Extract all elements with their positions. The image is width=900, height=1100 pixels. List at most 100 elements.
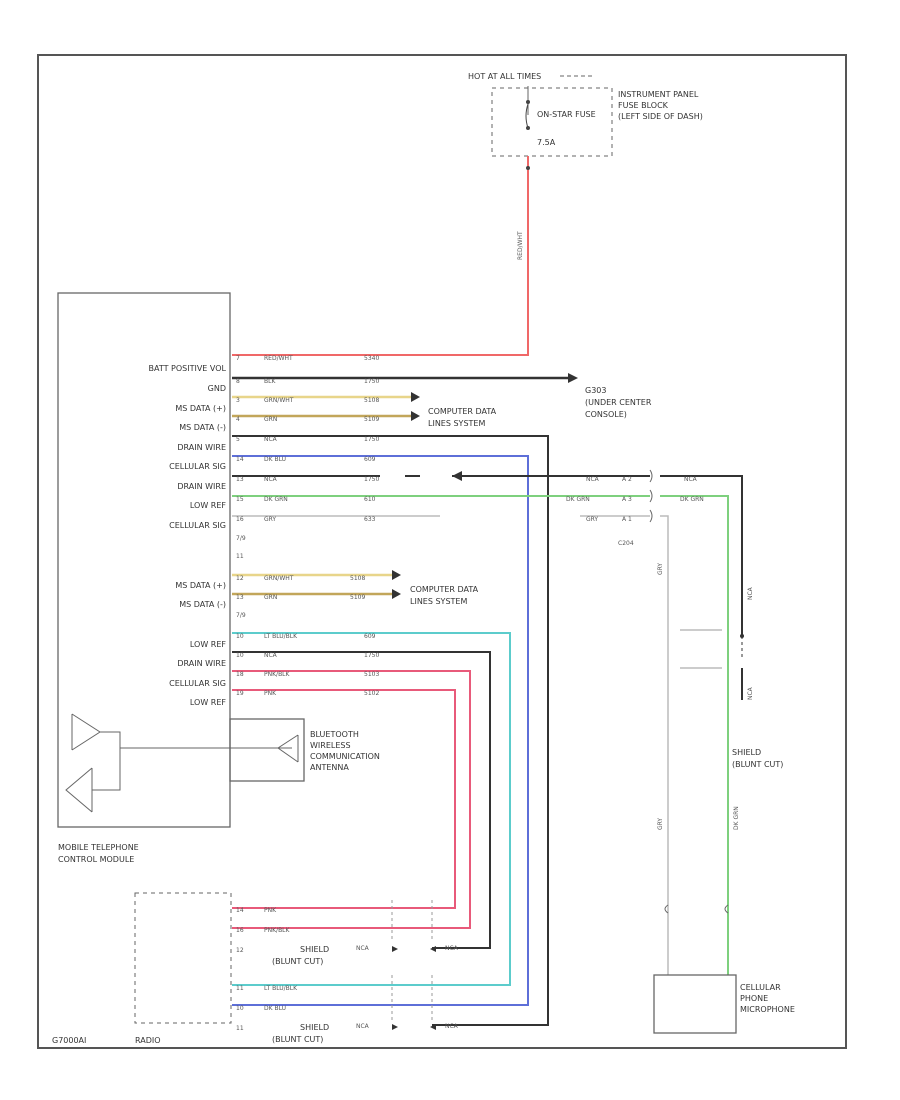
circuit-drain2: 1750 — [364, 476, 379, 483]
pin-extra3: 7/9 — [236, 612, 246, 619]
color-lowref3: PNK — [264, 690, 277, 697]
mic-gry-label-1: GRY — [657, 563, 664, 575]
color-drain2: NCA — [264, 476, 278, 483]
connector-name: C204 — [618, 540, 634, 547]
fuse-block: HOT AT ALL TIMES ON-STAR FUSE 7.5A INSTR… — [468, 72, 703, 157]
module-label-gnd: GND — [208, 384, 226, 393]
fuse-block-title-3: (LEFT SIDE OF DASH) — [618, 112, 703, 121]
module-outline — [57, 292, 231, 828]
radio-nca-4: NCA — [445, 1023, 459, 1030]
pin-lowref3: 19 — [236, 690, 244, 697]
pin-cell3: 18 — [236, 671, 244, 678]
wire-lowref1-dkgrn — [232, 495, 729, 975]
pin-drain2: 13 — [236, 476, 244, 483]
mic-label-3: MICROPHONE — [740, 1005, 795, 1014]
splice-pin-a3: A 3 — [622, 496, 632, 503]
diagram-frame — [37, 54, 847, 1049]
radio-color-4: DK BLU — [264, 1005, 286, 1012]
module-upper-labels: BATT POSITIVE VOL GND MS DATA (+) MS DAT… — [149, 364, 227, 707]
circuit-gnd: 1750 — [364, 378, 379, 385]
mobile-telephone-control-module: BATT POSITIVE VOL GND MS DATA (+) MS DAT… — [57, 292, 292, 864]
radio-color-1: PNK/BLK — [264, 927, 291, 934]
wire-lowref2-ltblu — [232, 632, 511, 986]
pin-cell2: 16 — [236, 516, 244, 523]
module-label-drain3: DRAIN WIRE — [177, 659, 226, 668]
wire-labels: 7 RED/WHT 5340 8 BLK 1750 3 GRN/WHT 5108… — [236, 355, 379, 697]
fuse-block-title-1: INSTRUMENT PANEL — [618, 90, 699, 99]
pin-extra1: 7/9 — [236, 535, 246, 542]
circuit-msn2: 5109 — [350, 594, 365, 601]
hot-at-all-times-label: HOT AT ALL TIMES — [468, 72, 541, 81]
radio-color-0: PNK — [264, 907, 277, 914]
pin-msn1: 4 — [236, 416, 240, 423]
pin-msn2: 13 — [236, 594, 244, 601]
pin-msp1: 3 — [236, 397, 240, 404]
color-drain3: NCA — [264, 652, 278, 659]
splice-pin-a1: A 1 — [622, 516, 632, 523]
pin-cell1: 14 — [236, 456, 244, 463]
splice-dkgrn-d: DK GRN — [566, 496, 590, 503]
pin-extra2: 11 — [236, 553, 244, 560]
module-label-batt: BATT POSITIVE VOL — [149, 364, 227, 373]
mic-label-1: CELLULAR — [740, 983, 781, 992]
connector-c204: NCA A 2 NCA DK GRN A 3 DK GRN GRY A 1 C2… — [566, 469, 704, 547]
module-label-msdata-pos: MS DATA (+) — [175, 404, 226, 413]
color-cell3: PNK/BLK — [264, 671, 291, 678]
splice-nca-a: NCA — [586, 476, 600, 483]
radio-pin-1: 16 — [236, 927, 244, 934]
mic-shield-2: (BLUNT CUT) — [732, 760, 783, 769]
color-msn1: GRN — [264, 416, 277, 423]
wire-cell1-dkblu — [232, 455, 529, 1006]
mic-dkgrn-label: DK GRN — [733, 806, 740, 830]
module-label-cell2: CELLULAR SIG — [169, 521, 226, 530]
microphone-box — [653, 974, 737, 1034]
pin-drain1: 5 — [236, 436, 240, 443]
radio-nca-2: NCA — [445, 945, 459, 952]
splice-pin-a2: A 2 — [622, 476, 632, 483]
antenna-label-1: BLUETOOTH — [310, 730, 359, 739]
computer-data2-2: LINES SYSTEM — [410, 597, 467, 606]
module-label-cell3: CELLULAR SIG — [169, 679, 226, 688]
pin-batt: 7 — [236, 355, 240, 362]
module-label-msdata-neg: MS DATA (-) — [179, 423, 226, 432]
fuse-feed-color-label: RED/WHT — [517, 231, 524, 260]
module-label-msdata2-neg: MS DATA (-) — [179, 600, 226, 609]
radio-pin-3: 11 — [236, 985, 244, 992]
computer-data-1: COMPUTER DATA — [428, 407, 497, 416]
circuit-batt: 5340 — [364, 355, 379, 362]
color-msp2: GRN/WHT — [264, 575, 294, 582]
splice-dkgrn-f: DK GRN — [680, 496, 704, 503]
mic-nca-label-1: NCA — [747, 586, 754, 600]
fuse-rating: 7.5A — [537, 138, 556, 147]
module-title-2: CONTROL MODULE — [58, 855, 134, 864]
splice-gry-g: GRY — [586, 516, 598, 523]
circuit-cell2: 633 — [364, 516, 376, 523]
wire-fuse-feed-red — [232, 156, 529, 356]
module-label-drain2: DRAIN WIRE — [177, 482, 226, 491]
bluetooth-antenna-box — [229, 718, 305, 782]
radio-pin-2: 12 — [236, 947, 244, 954]
color-msn2: GRN — [264, 594, 277, 601]
circuit-lowref1: 610 — [364, 496, 376, 503]
ground-ref-2: (UNDER CENTER — [585, 398, 652, 407]
module-title-1: MOBILE TELEPHONE — [58, 843, 139, 852]
computer-data-2: LINES SYSTEM — [428, 419, 485, 428]
circuit-msp2: 5108 — [350, 575, 365, 582]
fuse-block-title-2: FUSE BLOCK — [618, 101, 669, 110]
module-label-lowref3: LOW REF — [190, 698, 227, 707]
fuse-name: ON-STAR FUSE — [537, 110, 596, 119]
wire-lowref3-pnk — [232, 689, 456, 909]
radio-outline — [134, 892, 232, 1024]
radio: RADIO 14 PNK 16 PNK/BLK 12 11 LT BLU/BLK… — [134, 892, 459, 1045]
antenna-label-4: ANTENNA — [310, 763, 349, 772]
radio-nca-3: NCA — [356, 1023, 370, 1030]
color-drain1: NCA — [264, 436, 278, 443]
mic-gry-label-2: GRY — [657, 818, 664, 830]
color-lowref1: DK GRN — [264, 496, 288, 503]
module-label-drain1: DRAIN WIRE — [177, 443, 226, 452]
color-lowref2: LT BLU/BLK — [264, 633, 298, 640]
radio-pin-4: 10 — [236, 1005, 244, 1012]
splice-nca-c: NCA — [684, 476, 698, 483]
bluetooth-antenna-icon — [277, 734, 299, 763]
